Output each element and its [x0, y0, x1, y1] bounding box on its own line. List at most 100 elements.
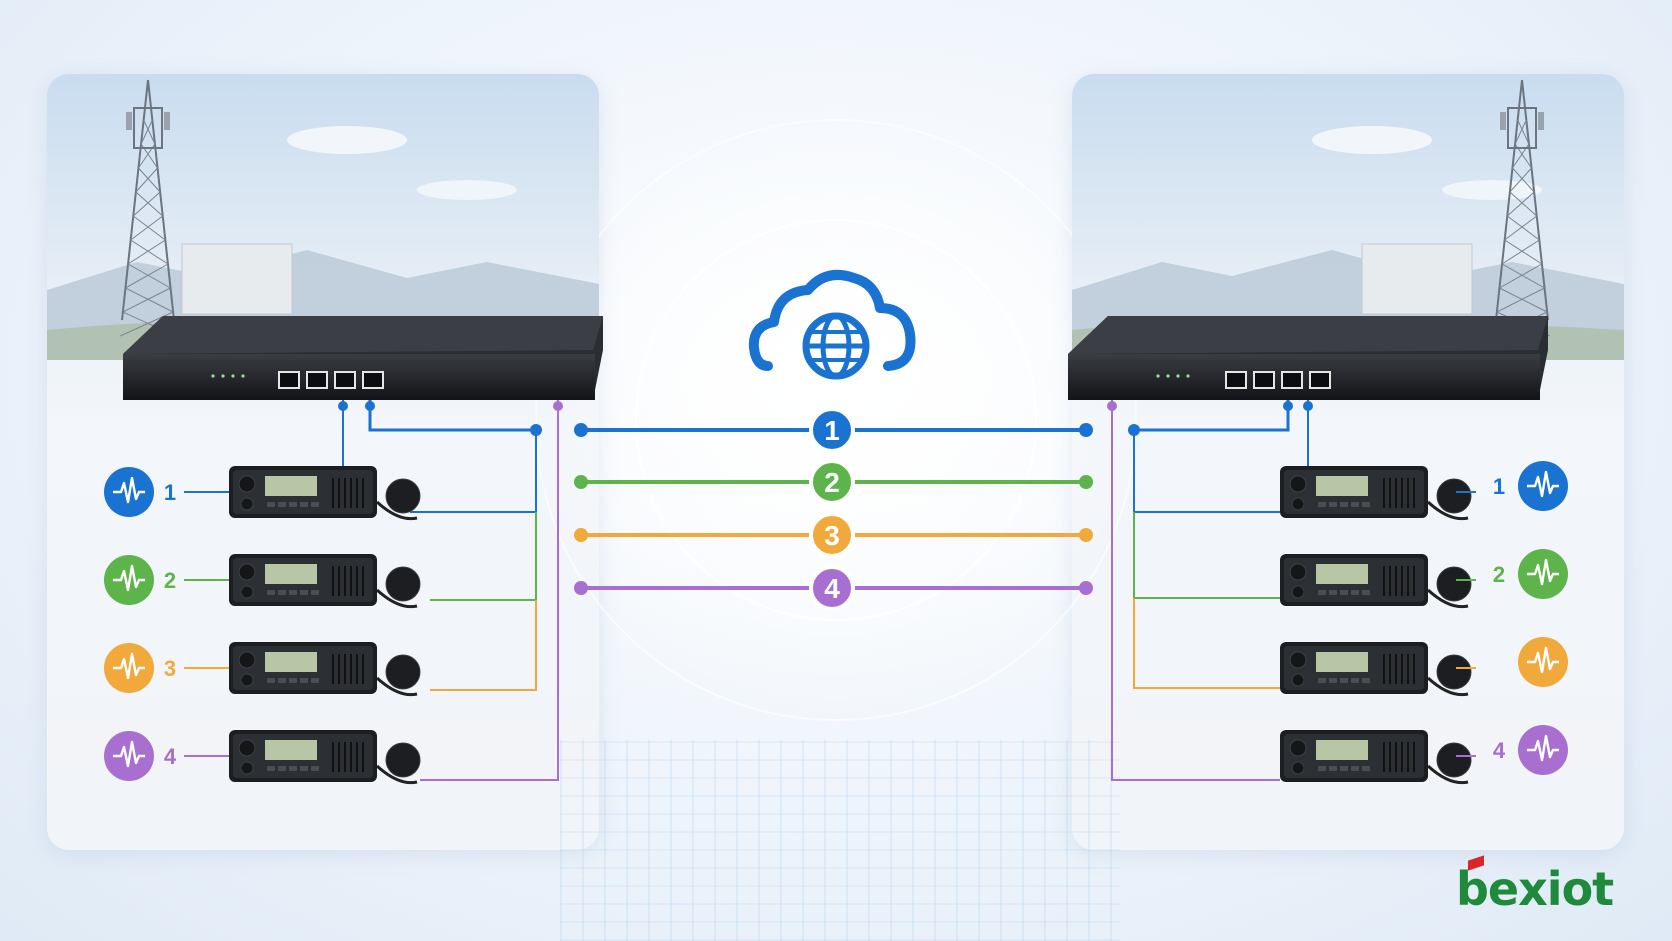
cable: [430, 600, 537, 691]
cable: [1133, 512, 1280, 599]
radio-key: [1351, 590, 1359, 595]
status-led: [241, 374, 245, 378]
link-endpoint: [1079, 475, 1093, 489]
hand-microphone-icon: [1436, 654, 1472, 690]
mobile-radio-icon: [1280, 466, 1472, 521]
radio-knob: [240, 761, 254, 775]
cable: [1133, 430, 1280, 513]
radio-knob: [1289, 739, 1307, 757]
radio-key: [289, 766, 297, 771]
status-led: [231, 374, 235, 378]
radio-display: [265, 652, 317, 672]
channel-label: 4: [164, 744, 177, 769]
cable: [420, 400, 559, 781]
ethernet-port: [1225, 371, 1247, 389]
radio-key: [1340, 766, 1348, 771]
radio-key: [1318, 502, 1326, 507]
radio-key: [278, 590, 286, 595]
ethernet-port: [1309, 371, 1331, 389]
mobile-radio-icon: [1280, 642, 1472, 697]
channel-label: 3: [164, 656, 176, 681]
waveform-badge-icon: [1518, 725, 1568, 775]
mobile-radio-icon: [229, 466, 421, 521]
radio-key: [300, 590, 308, 595]
radio-key: [1318, 678, 1326, 683]
radio-display: [265, 476, 317, 496]
cable: [430, 512, 537, 601]
cable: [1111, 400, 1280, 781]
channel-label: 1: [1493, 474, 1505, 499]
mobile-radio-icon: [229, 554, 421, 609]
ethernet-port: [306, 371, 328, 389]
cable: [1133, 598, 1280, 689]
ethernet-port: [1253, 371, 1275, 389]
radio-key: [311, 678, 319, 683]
radio-key: [1362, 590, 1370, 595]
mobile-radio-icon: [1280, 730, 1472, 785]
radio-knob: [1291, 497, 1305, 511]
radio-display: [1316, 740, 1368, 760]
radio-key: [300, 502, 308, 507]
radio-key: [1318, 590, 1326, 595]
radio-knob: [238, 651, 256, 669]
radio-key: [300, 678, 308, 683]
radio-key: [1362, 678, 1370, 683]
right-channel-badges: 124: [1456, 461, 1568, 775]
radio-knob: [238, 739, 256, 757]
radio-key: [311, 766, 319, 771]
channel-number-badge: [809, 407, 855, 453]
ethernet-port: [278, 371, 300, 389]
mobile-radio-icon: [229, 642, 421, 697]
link-endpoint: [574, 475, 588, 489]
waveform-badge-icon: [104, 555, 154, 605]
radio-key: [1318, 766, 1326, 771]
mobile-radio-icon: [1280, 554, 1472, 609]
waveform-badge-icon: [1518, 637, 1568, 687]
link-endpoint: [574, 528, 588, 542]
radio-knob: [240, 673, 254, 687]
waveform-badge-icon: [1518, 549, 1568, 599]
cloud-globe-icon: [748, 270, 916, 380]
hand-microphone-icon: [385, 478, 421, 514]
radio-key: [289, 502, 297, 507]
channel-number-badge: [809, 459, 855, 505]
radio-key: [289, 678, 297, 683]
waveform-badge-icon: [1518, 461, 1568, 511]
channel-label: 1: [164, 480, 176, 505]
radio-key: [267, 678, 275, 683]
link-endpoint: [1079, 581, 1093, 595]
ethernet-port: [362, 371, 384, 389]
link-endpoint: [574, 581, 588, 595]
radio-key: [311, 590, 319, 595]
waveform-badge-icon: [104, 643, 154, 693]
port-connector: [365, 401, 375, 411]
radio-key: [300, 766, 308, 771]
radio-key: [1329, 590, 1337, 595]
port-connector: [1107, 401, 1117, 411]
radio-key: [1329, 502, 1337, 507]
radio-key: [1362, 502, 1370, 507]
radio-key: [267, 502, 275, 507]
status-led: [1166, 374, 1170, 378]
hand-microphone-icon: [385, 742, 421, 778]
radio-display: [1316, 564, 1368, 584]
waveform-badge-icon: [104, 467, 154, 517]
network-gateway-icon: [123, 316, 603, 400]
radio-knob: [240, 585, 254, 599]
radio-key: [1329, 766, 1337, 771]
hand-microphone-icon: [1436, 566, 1472, 602]
wire-layer: [338, 400, 1313, 781]
radio-knob: [1291, 673, 1305, 687]
gateway-layer: [123, 316, 1548, 400]
radio-display: [1316, 652, 1368, 672]
radio-knob: [1289, 651, 1307, 669]
radio-key: [1340, 502, 1348, 507]
hand-microphone-icon: [385, 654, 421, 690]
radio-key: [1351, 502, 1359, 507]
channel-label: 4: [1493, 738, 1506, 763]
radio-key: [311, 502, 319, 507]
radio-knob: [1291, 585, 1305, 599]
status-led: [1176, 374, 1180, 378]
port-connector: [1303, 401, 1313, 411]
